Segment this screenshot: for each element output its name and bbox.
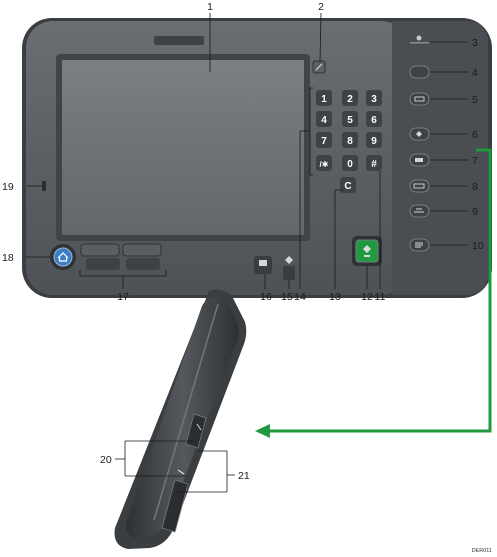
clear-key[interactable]: C <box>340 177 356 193</box>
leader-lines <box>25 12 468 493</box>
user-tools-icon <box>415 242 423 248</box>
stop-key[interactable] <box>254 256 272 274</box>
svg-text:#: # <box>371 159 377 170</box>
svg-text:8: 8 <box>347 136 353 147</box>
keypad-key-2[interactable]: 2 <box>342 90 358 106</box>
callout-1: 1 <box>207 1 213 13</box>
callout-9: 9 <box>472 206 478 218</box>
callout-8: 8 <box>472 181 478 193</box>
callout-19: 19 <box>2 181 14 193</box>
callout-4: 4 <box>472 67 478 79</box>
svg-text:9: 9 <box>371 136 377 147</box>
svg-text:6: 6 <box>371 115 377 126</box>
callout-21: 21 <box>238 470 250 482</box>
callout-14: 14 <box>294 291 306 303</box>
usb-slot <box>185 413 207 449</box>
svg-text:3: 3 <box>371 94 377 105</box>
callout-17: 17 <box>117 291 129 303</box>
function-key-4[interactable] <box>126 258 160 270</box>
sample-copy-key[interactable] <box>283 256 295 280</box>
scanner-key[interactable] <box>409 204 430 218</box>
svg-text:C: C <box>344 181 351 192</box>
numeric-keypad: 1 2 3 4 5 6 7 8 9 /✱ 0 # <box>316 90 382 171</box>
callout-20: 20 <box>100 454 112 466</box>
energy-saver-key[interactable] <box>409 65 430 79</box>
callout-3: 3 <box>472 37 478 49</box>
top-slot <box>154 36 204 45</box>
keypad-key-0[interactable]: 0 <box>342 155 358 171</box>
scanner-icon <box>414 208 424 213</box>
touch-screen[interactable] <box>62 60 304 235</box>
callout-12: 12 <box>361 291 373 303</box>
svg-text:5: 5 <box>347 115 353 126</box>
keypad-key-hash[interactable]: # <box>366 155 382 171</box>
function-key-2[interactable] <box>122 243 162 257</box>
callout-11: 11 <box>375 291 386 303</box>
callout-10: 10 <box>472 240 484 252</box>
home-key[interactable] <box>50 244 76 270</box>
callout-16: 16 <box>260 291 272 303</box>
side-view-edge <box>153 303 219 521</box>
function-keys <box>80 243 162 270</box>
svg-text:1: 1 <box>321 94 327 105</box>
home-icon <box>57 252 69 262</box>
function-key-1[interactable] <box>80 243 120 257</box>
keypad-key-star[interactable]: /✱ <box>316 155 332 171</box>
document-server-icon <box>413 183 425 189</box>
callout-2: 2 <box>318 1 324 13</box>
login-icon <box>414 96 425 102</box>
panel-side-view <box>114 289 247 549</box>
document-id: DER011 <box>472 548 492 554</box>
svg-text:2: 2 <box>347 94 353 105</box>
svg-text:0: 0 <box>347 159 353 170</box>
keypad-key-9[interactable]: 9 <box>366 132 382 148</box>
start-icon <box>363 245 371 253</box>
panel-right-strip <box>395 21 488 295</box>
svg-text:7: 7 <box>321 136 327 147</box>
diamond-icon <box>285 256 293 264</box>
sd-card-slot <box>161 479 189 533</box>
indicator-line <box>410 42 429 44</box>
function-key-3[interactable] <box>86 258 120 270</box>
callout-7: 7 <box>472 155 478 167</box>
keypad-key-4[interactable]: 4 <box>316 111 332 127</box>
start-key[interactable] <box>352 236 382 266</box>
keypad-key-1[interactable]: 1 <box>316 90 332 106</box>
keypad-key-8[interactable]: 8 <box>342 132 358 148</box>
sd-card-icon <box>177 469 185 475</box>
check-status-icon <box>416 131 422 137</box>
callout-labels: 1 2 3 4 5 6 7 8 9 10 11 12 13 14 15 16 1… <box>2 1 492 554</box>
keypad-key-6[interactable]: 6 <box>366 111 382 127</box>
callout-18: 18 <box>2 252 14 264</box>
copy-icon <box>415 158 423 162</box>
callout-13: 13 <box>329 291 341 303</box>
keypad-key-3[interactable]: 3 <box>366 90 382 106</box>
keypad-key-5[interactable]: 5 <box>342 111 358 127</box>
document-server-key[interactable] <box>409 179 430 193</box>
stop-icon <box>259 260 267 266</box>
control-panel: 1 2 3 4 5 6 7 8 9 /✱ 0 # C <box>22 18 492 298</box>
svg-text:4: 4 <box>321 115 327 126</box>
usb-icon <box>196 423 202 431</box>
right-column-keys <box>409 35 430 252</box>
brightness-icon <box>315 63 323 71</box>
callout-15: 15 <box>281 291 293 303</box>
green-arrow <box>255 148 492 438</box>
keypad-key-7[interactable]: 7 <box>316 132 332 148</box>
main-power-indicator <box>416 35 422 41</box>
arrowhead <box>255 424 270 438</box>
callout-5: 5 <box>472 94 478 106</box>
panel-right-strip-face <box>392 21 412 295</box>
login-logout-key[interactable] <box>409 92 430 106</box>
svg-text:/✱: /✱ <box>320 160 329 169</box>
callout-6: 6 <box>472 129 478 141</box>
side-view-face <box>126 297 239 538</box>
side-port <box>42 181 46 191</box>
